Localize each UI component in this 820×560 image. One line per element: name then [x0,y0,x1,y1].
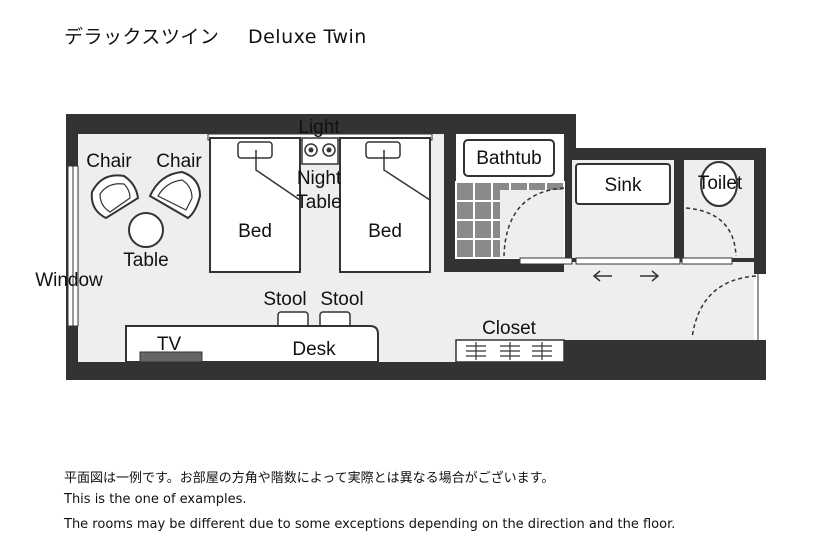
round-table-shape [128,212,164,248]
toilet-door-swing [685,207,737,257]
label-table: Table [123,250,168,271]
title-japanese: デラックスツイン [64,26,220,48]
label-night-table-2: Table [296,192,341,213]
window [67,165,79,327]
entrance-door-swing [691,275,757,339]
sliding-arrows [592,270,660,282]
note-example: This is the one of examples. [64,492,247,507]
bathtub [463,139,555,177]
title-english: Deluxe Twin [247,26,367,48]
label-night-table-1: Night [297,168,342,189]
label-chair-right: Chair [156,151,202,172]
chair-right-shape [148,170,202,220]
sink-counter [575,163,671,205]
sliding-doors [519,257,733,265]
note-disclaimer: The rooms may be different due to some e… [64,517,676,532]
bed-right-shape [339,137,431,273]
label-bathtub: Bathtub [476,148,542,169]
label-stool-left: Stool [263,289,306,310]
tv-shape [139,351,203,363]
note-japanese: 平面図は一例です。お部屋の方角や階数によって実際とは異なる場合がございます。 [64,471,555,486]
entrance-opening [754,274,766,340]
label-bed-right: Bed [368,221,402,242]
label-desk: Desk [292,339,336,360]
label-chair-left: Chair [86,151,132,172]
bed-left-shape [209,137,301,273]
label-sink: Sink [605,175,642,196]
toilet-bowl [700,161,738,207]
label-bed-left: Bed [238,221,272,242]
label-closet: Closet [482,318,537,339]
label-light: Light [298,117,340,138]
label-stool-right: Stool [320,289,363,310]
page-title: デラックスツイン Deluxe Twin [64,22,367,49]
night-table-shape [301,137,339,165]
bath-door-swing [503,187,565,257]
label-toilet: Toilet [698,173,743,194]
label-window: Window [35,270,103,291]
closet [455,339,565,363]
label-tv: TV [157,334,182,355]
chair-left-shape [90,174,140,220]
